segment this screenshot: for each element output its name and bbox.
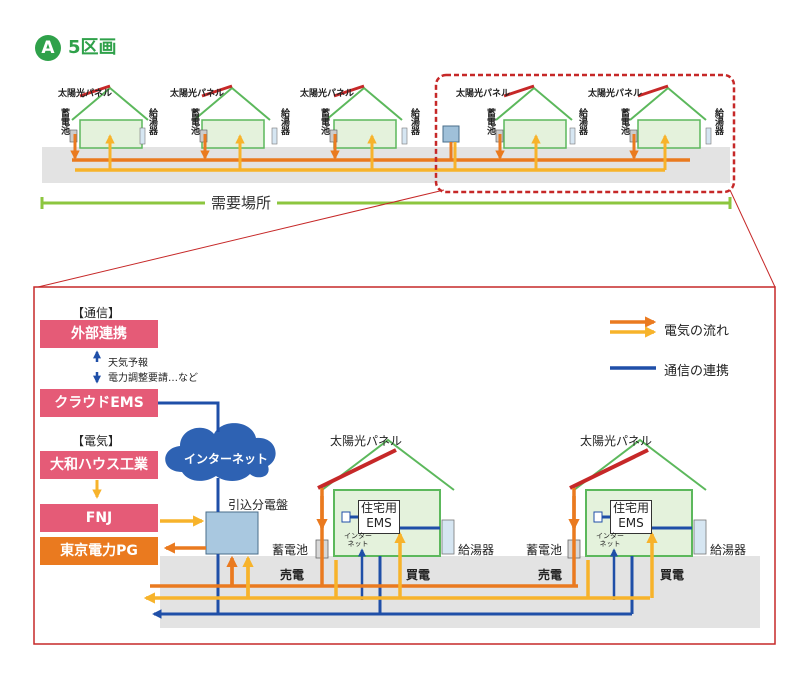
tepco-box: 東京電力PG — [40, 537, 158, 565]
top-panel-label-5: 太陽光パネル — [588, 89, 643, 99]
home-ems-2-line2: EMS — [618, 516, 644, 530]
top-battery-label-3: 蓄電池 — [319, 108, 329, 135]
battery-label-2: 蓄電池 — [526, 543, 563, 557]
legend-power-icon — [610, 316, 657, 338]
zoom-line-right — [729, 189, 776, 288]
home-ems-1: 住宅用 EMS — [358, 500, 400, 534]
internet-small-1-a: インター — [344, 532, 372, 540]
heater-label-1: 給湯器 — [458, 543, 495, 557]
section-badge: A — [35, 35, 61, 61]
sell-label-1: 売電 — [280, 568, 305, 582]
sell-label-2: 売電 — [538, 568, 563, 582]
home-ems-1-line2: EMS — [366, 516, 392, 530]
demand-label: 需要場所 — [205, 192, 278, 213]
internet-small-2-b: ネット — [599, 540, 621, 548]
forecast-note-2: 電力調整要請…など — [108, 373, 198, 384]
panel-label-1: 太陽光パネル — [330, 434, 403, 448]
detail-house-2 — [567, 438, 707, 559]
forecast-note-1: 天気予報 — [108, 358, 148, 369]
top-battery-label-4: 蓄電池 — [485, 108, 495, 135]
top-panel-label-3: 太陽光パネル — [300, 89, 355, 99]
top-heater-label-5: 給湯器 — [713, 108, 723, 135]
top-house-5 — [629, 84, 712, 149]
zoom-line-left — [37, 189, 445, 288]
internet-label: インターネット — [184, 452, 269, 466]
top-heater-label-3: 給湯器 — [409, 108, 419, 135]
home-ems-2-line1: 住宅用 — [612, 501, 649, 515]
section-title: 5区画 — [68, 37, 117, 58]
panel-label-2: 太陽光パネル — [580, 434, 653, 448]
main-distribution-panel — [205, 511, 259, 555]
top-heater-label-2: 給湯器 — [279, 108, 289, 135]
internet-small-2-a: インター — [596, 532, 624, 540]
detail-house-1 — [315, 438, 455, 559]
home-ems-1-line1: 住宅用 — [360, 501, 397, 515]
top-panel-label-1: 太陽光パネル — [58, 89, 113, 99]
top-heater-label-4: 給湯器 — [577, 108, 587, 135]
internet-cloud — [165, 423, 276, 481]
internet-small-1: インター ネット — [344, 532, 372, 548]
buy-label-1: 買電 — [406, 568, 431, 582]
external-link-box: 外部連携 — [40, 320, 158, 348]
heater-label-2: 給湯器 — [710, 543, 747, 557]
daiwa-box: 大和ハウス工業 — [40, 451, 158, 479]
top-main-panel — [442, 125, 460, 143]
elec-heading: 【電気】 — [72, 434, 121, 448]
highlight-frame — [434, 73, 736, 194]
top-battery-label-2: 蓄電池 — [189, 108, 199, 135]
top-battery-label-5: 蓄電池 — [619, 108, 629, 135]
internet-small-1-b: ネット — [347, 540, 369, 548]
cloud-ems-box: クラウドEMS — [40, 389, 158, 417]
top-ground — [42, 147, 730, 183]
top-house-1 — [69, 84, 149, 149]
comm-heading: 【通信】 — [72, 306, 121, 320]
home-ems-2: 住宅用 EMS — [610, 500, 652, 534]
detail-ground — [160, 556, 760, 628]
top-panel-label-4: 太陽光パネル — [456, 89, 511, 99]
top-house-3 — [325, 84, 408, 149]
top-power-lines — [70, 134, 690, 172]
demand-range — [40, 197, 732, 209]
battery-label-1: 蓄電池 — [272, 543, 309, 557]
top-heater-label-1: 給湯器 — [147, 108, 157, 135]
top-panel-label-2: 太陽光パネル — [170, 89, 225, 99]
top-battery-label-1: 蓄電池 — [59, 108, 69, 135]
legend-comm-label: 通信の連携 — [664, 364, 730, 379]
detail-frame — [33, 286, 776, 645]
legend-power-label: 電気の流れ — [664, 324, 730, 339]
main-panel-label: 引込分電盤 — [228, 498, 289, 512]
top-house-2 — [193, 84, 278, 149]
buy-label-2: 買電 — [660, 568, 685, 582]
fnj-box: FNJ — [40, 504, 158, 532]
comm-lines — [158, 401, 692, 616]
internet-small-2: インター ネット — [596, 532, 624, 548]
